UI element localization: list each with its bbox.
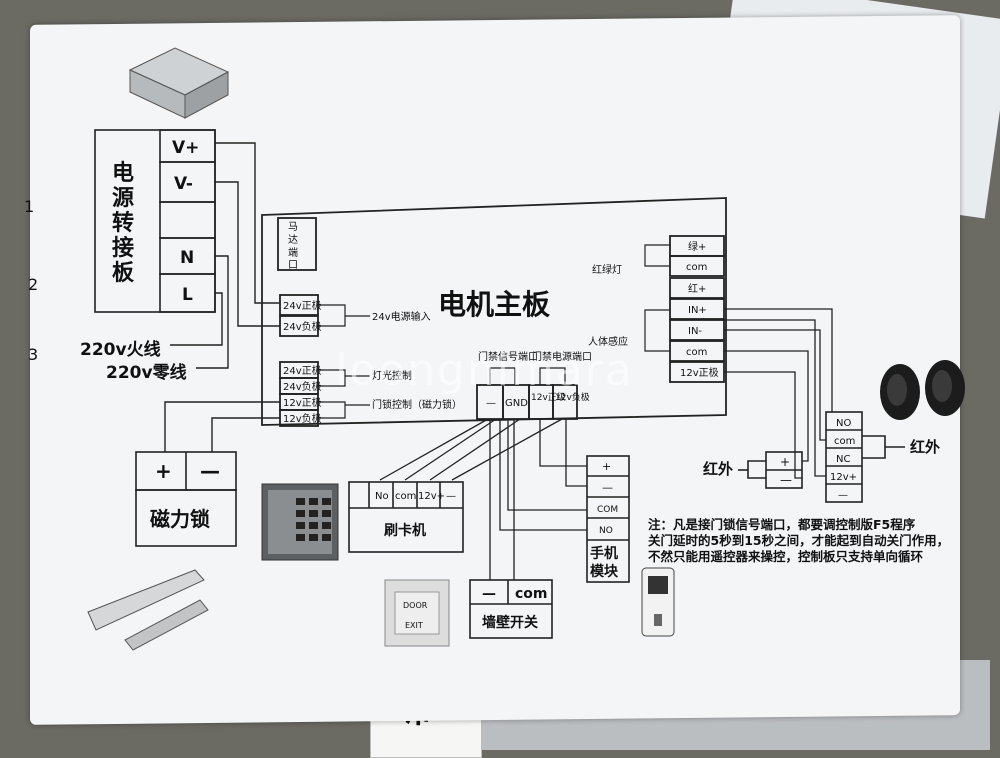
- phone-module-label-line2: 模块: [590, 563, 619, 580]
- terminal-n: N: [180, 248, 194, 268]
- terminal-24v-neg-light: 24v负极: [283, 380, 322, 393]
- ir-receiver-minus: —: [838, 490, 848, 501]
- ir-emitter-label: 红外: [703, 460, 733, 478]
- terminal-12v-neg-port: 12v负极: [555, 391, 590, 403]
- terminal-com-sensor: com: [686, 347, 707, 358]
- ir-emitter-plus: +: [780, 455, 790, 469]
- terminal-in-plus: IN+: [688, 305, 707, 316]
- mag-lock-device-icon: [87, 569, 209, 651]
- phone-module-com: COM: [597, 505, 618, 515]
- ir-emitter-box: [738, 451, 803, 489]
- live-wire-label: 220v火线: [80, 339, 161, 360]
- light-control-label: 灯光控制: [372, 369, 412, 382]
- mag-lock-box: [135, 451, 237, 547]
- ir-receiver-12v: 12v+: [830, 472, 857, 483]
- main-board-title: 电机主板: [438, 288, 550, 321]
- board-connector-lines: [318, 244, 670, 419]
- terminal-dash: —: [486, 398, 496, 409]
- card-reader-label: 刷卡机: [384, 522, 426, 539]
- peripheral-wires: [379, 418, 587, 580]
- mag-lock-plus: +: [155, 459, 172, 483]
- terminal-12v-pos-port: 12v正级: [531, 391, 566, 403]
- terminal-l: L: [182, 285, 193, 305]
- ir-sensor-icons: [880, 360, 965, 420]
- lock-control-label: 门锁控制（磁力锁）: [372, 398, 462, 411]
- terminal-24v-neg: 24v负极: [283, 320, 322, 333]
- wall-switch-com: com: [515, 586, 548, 602]
- power-adapter-title-char: 板: [112, 261, 135, 286]
- card-reader-com: com: [395, 491, 416, 502]
- terminal-in-minus: IN-: [688, 326, 702, 337]
- note-line-2: 关门延时的5秒到15秒之间，才能起到自动关门作用，: [648, 533, 949, 548]
- terminal-green-plus: 绿+: [688, 240, 706, 253]
- power-wires: [170, 142, 280, 369]
- phone-module-plus: +: [602, 460, 611, 473]
- motor-port-char: 马: [288, 221, 298, 233]
- phone-module-box: [586, 455, 630, 583]
- exit-button-icon: [384, 579, 450, 647]
- watermark: loongnimara: [335, 345, 634, 396]
- terminal-12v-neg-lock: 12v负极: [283, 412, 322, 425]
- margin-number-1: 1: [24, 197, 34, 216]
- terminal-12v-pos-lock: 12v正极: [283, 396, 322, 409]
- terminal-24v-pos: 24v正极: [283, 299, 322, 312]
- mag-lock-wires: [164, 401, 280, 452]
- phone-remote-icon: [641, 567, 675, 637]
- neutral-wire-label: 220v零线: [106, 362, 187, 383]
- human-sensor-label: 人体感应: [588, 335, 628, 348]
- mag-lock-minus: —: [200, 459, 220, 483]
- exit-button-exit-text: EXIT: [405, 621, 423, 630]
- phone-module-label-line1: 手机: [590, 545, 618, 562]
- power-adapter-title-char: 接: [112, 236, 134, 261]
- wall-switch-box: [469, 579, 553, 639]
- note-line-3: 不然只能用遥控器来操控，控制板只支持单向循环: [648, 549, 924, 564]
- main-board: [261, 197, 727, 427]
- ir-wires: [724, 308, 833, 479]
- power-adapter-title-char: 源: [112, 186, 134, 211]
- terminal-red-plus: 红+: [688, 282, 706, 295]
- power-input-label: 24v电源输入: [372, 310, 431, 323]
- ir-receiver-nc: NC: [836, 454, 850, 465]
- phone-module-minus: —: [602, 481, 613, 494]
- lock-signal-port-label: 门禁信号端口: [478, 350, 538, 363]
- motor-port-char: 达: [288, 234, 298, 246]
- ir-emitter-minus: —: [780, 473, 792, 487]
- power-adapter-title-char: 电: [112, 161, 134, 186]
- wall-switch-minus: —: [482, 586, 496, 602]
- exit-button-door-text: DOOR: [403, 601, 428, 610]
- power-adapter-title-char: 转: [112, 210, 134, 236]
- terminal-24v-pos-light: 24v正极: [283, 364, 322, 377]
- terminal-v-minus: V-: [174, 174, 193, 194]
- card-reader-box: [348, 481, 464, 553]
- margin-number-2: 2: [28, 275, 38, 294]
- card-reader-no: No: [375, 491, 389, 502]
- terminal-12v-pos-sensor: 12v正极: [680, 366, 719, 379]
- ir-receiver-com: com: [834, 436, 855, 447]
- note-line-1: 注：凡是接门锁信号端口，都要调控制版F5程序: [648, 517, 916, 532]
- motor-port-char: 口: [288, 260, 298, 271]
- traffic-light-label: 红绿灯: [592, 263, 622, 276]
- phone-module-no: NO: [599, 526, 613, 536]
- card-reader-minus: —: [446, 491, 456, 502]
- lock-power-port-label: 门禁电源端口: [532, 350, 592, 363]
- wall-switch-label: 墙壁开关: [482, 614, 538, 631]
- mag-lock-label: 磁力锁: [150, 507, 210, 531]
- card-reader-12v: 12v+: [418, 491, 445, 502]
- ir-receiver-label: 红外: [910, 438, 940, 456]
- keypad-device-icon: [261, 483, 339, 561]
- ir-receiver-box: [825, 411, 905, 503]
- power-supply-icon: [128, 47, 230, 119]
- ir-receiver-no: NO: [836, 418, 851, 429]
- margin-number-3: 3: [28, 345, 38, 364]
- terminal-com-light: com: [686, 262, 707, 273]
- motor-port-char: 端: [288, 246, 298, 259]
- terminal-v-plus: V+: [172, 138, 199, 158]
- terminal-gnd: GND: [505, 398, 528, 409]
